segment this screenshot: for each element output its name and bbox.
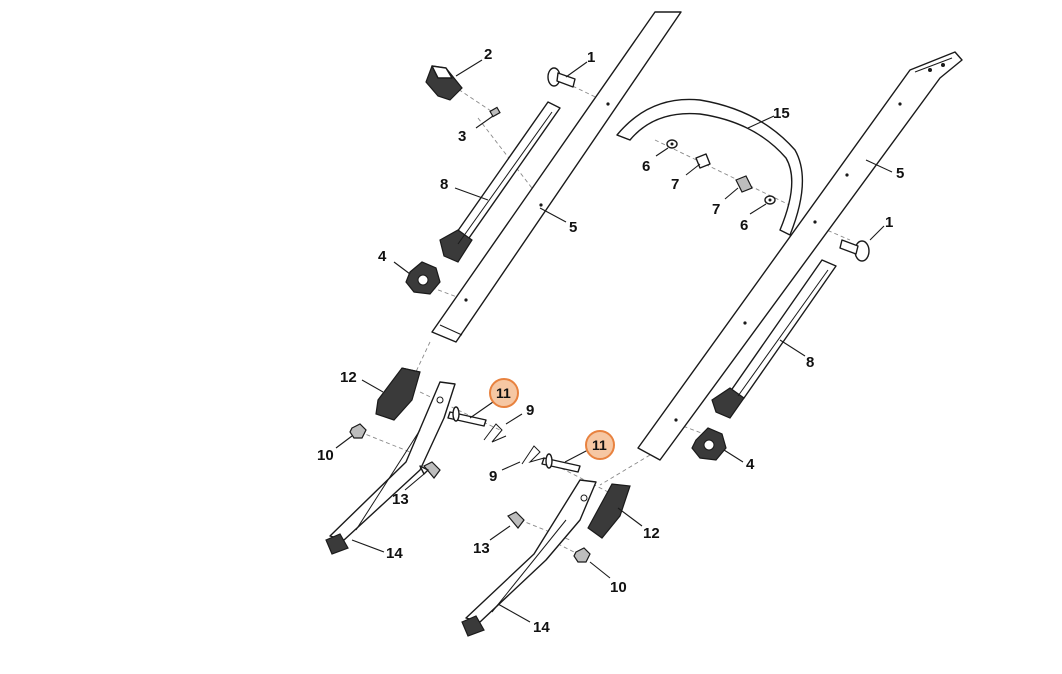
spring-clip-right xyxy=(521,445,545,465)
cable-guide-left xyxy=(439,101,561,263)
callout-5-left: 5 xyxy=(569,219,577,236)
lock-nut-left xyxy=(349,423,367,439)
star-knob-right xyxy=(691,427,727,461)
spring-clip-left xyxy=(483,423,507,443)
lower-handle-arm-left xyxy=(325,381,456,555)
callout-1-top: 1 xyxy=(587,49,595,66)
callout-12-left: 12 xyxy=(340,369,357,386)
callout-8-left: 8 xyxy=(440,176,448,193)
callout-11-left: 11 xyxy=(496,385,511,401)
callout-7-right: 7 xyxy=(712,201,720,218)
callout-9-left: 9 xyxy=(526,402,534,419)
callout-10-left: 10 xyxy=(317,447,334,464)
cover-left xyxy=(375,367,421,421)
callout-13-left: 13 xyxy=(392,491,409,508)
star-knob-left xyxy=(405,261,441,295)
callout-4-right: 4 xyxy=(746,456,755,473)
callout-3: 3 xyxy=(458,128,466,145)
callout-5-right: 5 xyxy=(896,165,904,182)
hex-bolt-left xyxy=(419,461,441,479)
hex-bolt-right xyxy=(507,511,525,529)
lock-nut-right xyxy=(573,547,591,563)
carriage-bolt-top xyxy=(547,67,576,88)
callout-8-right: 8 xyxy=(806,354,814,371)
cable-guide-right xyxy=(711,259,837,419)
screw-small xyxy=(489,106,501,118)
callout-10-right: 10 xyxy=(610,579,627,596)
cover-right xyxy=(587,483,631,539)
handle-tube-left xyxy=(431,11,682,343)
leader-lines xyxy=(335,59,893,623)
handle-tube-right xyxy=(637,51,963,461)
callout-6-left: 6 xyxy=(642,158,650,175)
callout-12-right: 12 xyxy=(643,525,660,542)
carriage-bolt-right xyxy=(839,239,870,262)
callout-4-left: 4 xyxy=(378,248,387,265)
lower-handle-arm-right xyxy=(461,479,597,637)
pin-left xyxy=(447,406,487,427)
highlight-circle-right xyxy=(585,430,615,460)
callout-6-right: 6 xyxy=(740,217,748,234)
callout-14-left: 14 xyxy=(386,545,403,562)
callout-14-right: 14 xyxy=(533,619,550,636)
callout-2: 2 xyxy=(484,46,492,63)
cable-clip-cap xyxy=(425,65,463,101)
callout-13-right: 13 xyxy=(473,540,490,557)
assembly-lines xyxy=(359,79,851,556)
callout-7-left: 7 xyxy=(671,176,679,193)
sleeve-nut-right xyxy=(735,175,753,193)
pin-right xyxy=(541,453,581,473)
callout-9-right: 9 xyxy=(489,468,497,485)
washer-right xyxy=(764,195,776,205)
callout-labels: 1 2 3 8 4 5 15 6 7 7 6 5 1 8 4 12 11 9 1… xyxy=(317,46,904,636)
callout-11-right: 11 xyxy=(592,437,607,453)
callout-15: 15 xyxy=(773,105,790,122)
callout-1-right: 1 xyxy=(885,214,893,231)
top-crossbar xyxy=(616,98,804,236)
washer-left xyxy=(666,139,678,149)
highlight-circle-left xyxy=(489,378,519,408)
